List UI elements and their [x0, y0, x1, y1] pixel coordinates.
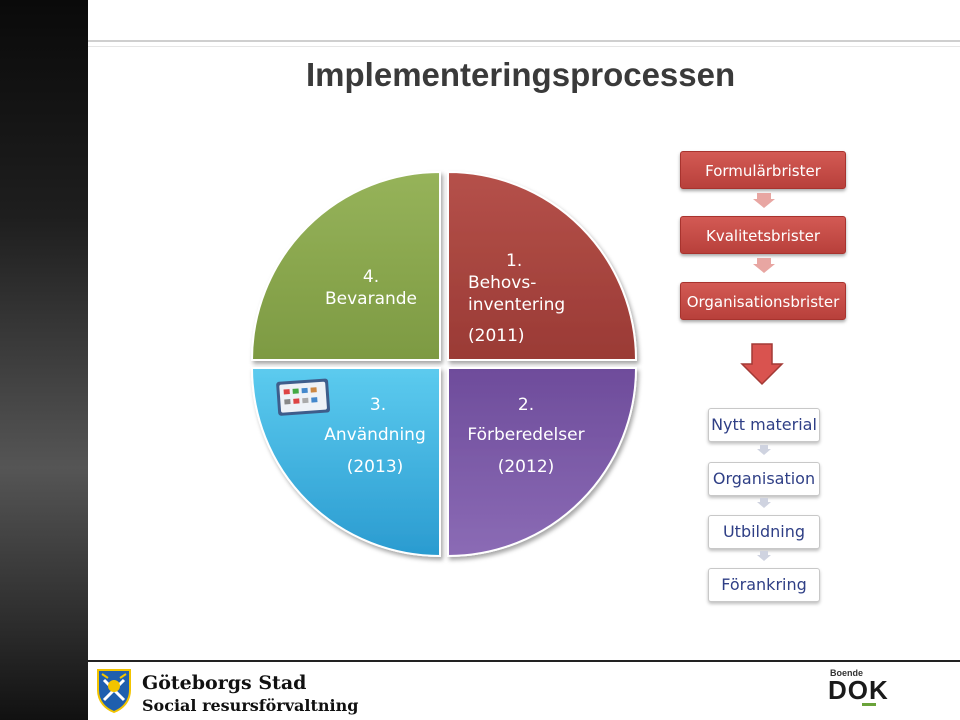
- quadrant-3-label: 3. Användning (2013): [320, 394, 430, 478]
- quadrant-4-number: 4.: [362, 267, 380, 287]
- slide-title: Implementeringsprocessen: [306, 56, 736, 93]
- org-subtitle: Social resursförvaltning: [142, 696, 359, 715]
- header-rule: [88, 40, 960, 42]
- solution-box-utbildning: Utbildning: [708, 515, 820, 549]
- solution-box-forankring: Förankring: [708, 568, 820, 602]
- quadrant-3-year: (2013): [346, 457, 404, 477]
- screenshot-thumbnail-icon: [276, 378, 331, 416]
- problem-connector-arrows: [753, 193, 775, 273]
- down-arrow-icon: [740, 343, 784, 386]
- quadrant-1-text-b: inventering: [468, 295, 566, 315]
- problem-box-organisationsbrister: Organisationsbrister: [680, 282, 846, 320]
- quadrant-3-number: 3.: [369, 395, 387, 415]
- footer-rule: [88, 660, 960, 662]
- quadrant-4-label: 4. Bevarande: [316, 266, 426, 310]
- quadrant-3-text: Användning: [324, 425, 426, 445]
- boende-dok-logo: Boende DOK: [828, 668, 889, 706]
- quadrant-2-text: Förberedelser: [467, 425, 585, 445]
- quadrant-1-year: (2011): [468, 326, 525, 346]
- problem-box-formularbrister: Formulärbrister: [680, 151, 846, 189]
- quadrant-2-year: (2012): [497, 457, 555, 477]
- quadrant-1-text-a: Behovs-: [468, 273, 537, 293]
- quadrant-forberedelser: [447, 367, 638, 558]
- solution-connector-arrows: [757, 445, 771, 561]
- process-cycle-diagram: [250, 170, 638, 558]
- org-name: Göteborgs Stad: [142, 672, 307, 694]
- header-rule-thin: [88, 46, 960, 47]
- quadrant-behovsinventering: [447, 170, 638, 361]
- sidebar-band: [0, 0, 88, 720]
- dok-logo-main-text: DOK: [828, 675, 889, 705]
- quadrant-2-label: 2. Förberedelser (2012): [460, 394, 592, 478]
- quadrant-bevarande: [250, 170, 441, 361]
- quadrant-1-label: 1. Behovs- inventering (2011): [468, 250, 588, 347]
- goteborg-coat-of-arms-logo: [97, 669, 131, 714]
- quadrant-1-number: 1.: [506, 251, 523, 271]
- solution-box-nytt-material: Nytt material: [708, 408, 820, 442]
- quadrant-2-number: 2.: [517, 395, 535, 415]
- quadrant-anvandning: [250, 367, 441, 558]
- quadrant-4-text: Bevarande: [324, 289, 418, 309]
- solution-box-organisation: Organisation: [708, 462, 820, 496]
- dok-logo-accent: [862, 703, 876, 706]
- problem-box-kvalitetsbrister: Kvalitetsbrister: [680, 216, 846, 254]
- dok-logo-top-text: Boende: [830, 668, 864, 678]
